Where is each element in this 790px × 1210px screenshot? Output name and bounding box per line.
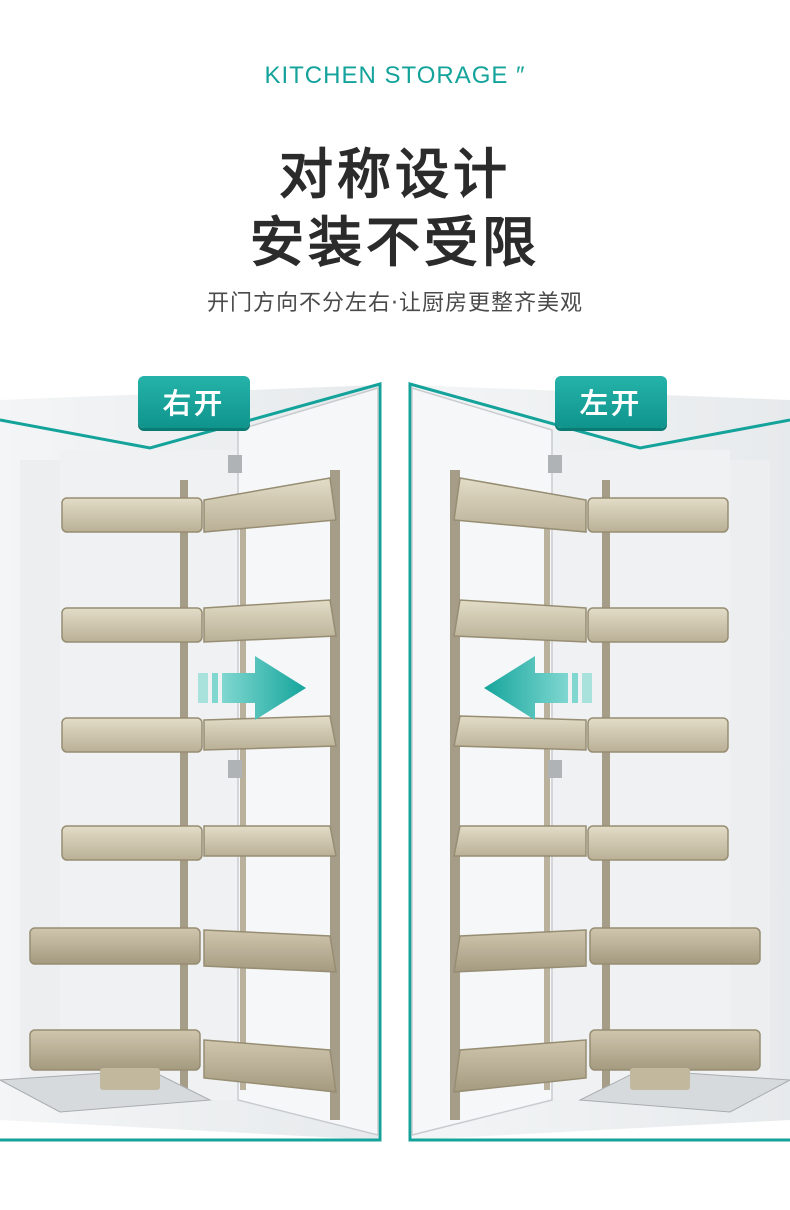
hinge (228, 760, 242, 778)
page-subtitle: 开门方向不分左右·让厨房更整齐美观 (207, 291, 583, 316)
hinge (548, 760, 562, 778)
panel-outline (0, 382, 382, 1142)
basket-group-door (453, 477, 587, 1093)
basket-group-door (203, 477, 337, 1093)
kicker-text: KITCHEN STORAGE ″ (264, 62, 526, 89)
left-open-badge: 左开 (555, 376, 667, 428)
hinge (228, 455, 242, 473)
right-open-panel (0, 382, 382, 1142)
basket-group-left (29, 497, 203, 1071)
panel-outline (408, 382, 790, 1142)
arrow-left-icon (484, 656, 592, 720)
hinge (548, 455, 562, 473)
product-illustration (0, 382, 790, 1142)
right-open-badge: 右开 (138, 376, 250, 428)
arrow-right-icon (198, 656, 306, 720)
basket-group-right (587, 497, 761, 1071)
page-title-line2: 安装不受限 (250, 211, 540, 274)
left-open-panel (408, 382, 790, 1142)
page-title-line1: 对称设计 (279, 143, 511, 206)
